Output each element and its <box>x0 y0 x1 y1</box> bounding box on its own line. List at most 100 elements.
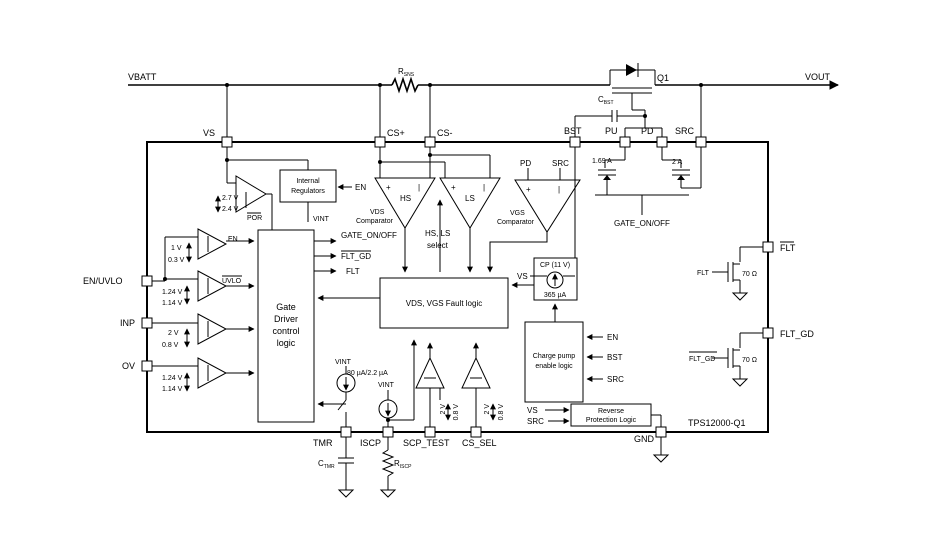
vgs-pd-label: PD <box>520 159 531 168</box>
pin-label-flt-gd: FLT_GD <box>780 329 814 339</box>
vout-label: VOUT <box>805 72 831 82</box>
inp-comparator: 2 V 0.8 V <box>162 313 255 349</box>
internal-regulators: Internal Regulators EN VINT <box>226 147 366 223</box>
device-name: TPS12000-Q1 <box>688 418 746 428</box>
rev-vs: VS <box>527 406 538 415</box>
flt-gd-gate-label: FLT_GD <box>689 356 715 363</box>
en-v1: 1 V <box>171 245 182 252</box>
cs-sel-comparator: 2 V 0.8 V <box>461 342 505 427</box>
cbst-label: CBST <box>598 95 614 106</box>
pin-flt[interactable] <box>762 241 774 253</box>
gate-on-off-bottom: GATE_ON/OFF <box>614 219 670 228</box>
tmr-vint: VINT <box>335 359 352 366</box>
input-wires <box>152 236 198 367</box>
cs-2v: 2 V <box>484 404 491 415</box>
pin-pu[interactable] <box>619 136 631 148</box>
pin-label-tmr: TMR <box>313 438 333 448</box>
pin-iscp[interactable] <box>382 426 394 438</box>
cp-en: EN <box>607 333 618 342</box>
vgs-src-label: SRC <box>552 159 569 168</box>
pin-cs-plus[interactable] <box>374 136 386 148</box>
pin-src[interactable] <box>695 136 707 148</box>
iscp-vint: VINT <box>378 382 395 389</box>
flt-gd-r70: 70 Ω <box>742 357 757 364</box>
por-comparator: 2.7 V 2.4 V POR <box>215 158 273 230</box>
pin-gnd[interactable] <box>655 426 667 438</box>
rsns-label: RSNS <box>398 67 415 78</box>
uvlo-v124: 1.24 V <box>162 289 183 296</box>
flt-gd-out: FLT_GD <box>341 252 371 261</box>
flt-out: FLT <box>346 267 360 276</box>
pin-label-cs-plus: CS+ <box>387 128 405 138</box>
gate-on-off-out: GATE_ON/OFF <box>341 231 397 240</box>
tmr-current-source: VINT 80 µA/2.2 µA CTMR <box>317 359 388 498</box>
pd-current: 2 A <box>672 159 682 166</box>
svg-text:+: + <box>386 183 391 192</box>
gate-driver-label-3: control <box>272 326 299 336</box>
scp-2v: 2 V <box>440 404 447 415</box>
pin-label-inp: INP <box>120 318 135 328</box>
riscp-label: RISCP <box>394 459 412 470</box>
pin-label-en-uvlo: EN/UVLO <box>83 276 123 286</box>
en-comparator: EN 1 V 0.3 V <box>168 228 255 264</box>
cp-vs-label: VS <box>517 272 528 281</box>
vgs-comparator: PD SRC + | VGS Comparator <box>487 159 581 273</box>
uvlo-comp-out: UVLO <box>222 278 242 285</box>
scp-test-comparator: 2 V 0.8 V <box>415 342 460 427</box>
pins <box>141 136 774 438</box>
inp-v2: 2 V <box>168 330 179 337</box>
reverse-protection: Reverse Protection Logic VS SRC <box>527 403 670 463</box>
vds-comp-label-1: VDS <box>370 209 385 216</box>
pin-vs[interactable] <box>221 136 233 148</box>
pin-cs-sel[interactable] <box>470 426 482 438</box>
svg-text:|: | <box>483 183 485 192</box>
pin-label-pu: PU <box>605 126 618 136</box>
flt-gate-label: FLT <box>697 270 710 277</box>
ov-comparator: 1.24 V 1.14 V <box>162 357 255 393</box>
pin-inp[interactable] <box>141 317 153 329</box>
pin-label-ov: OV <box>122 361 135 371</box>
pin-scp-test[interactable] <box>424 426 436 438</box>
en-v03: 0.3 V <box>168 257 185 264</box>
gate-driver-label-2: Driver <box>274 314 298 324</box>
vgs-comp-label-1: VGS <box>510 210 525 217</box>
sense-resistor <box>391 76 419 94</box>
pin-pd[interactable] <box>656 136 668 148</box>
vint-label: VINT <box>313 216 330 223</box>
scp-08v: 0.8 V <box>453 404 460 421</box>
uvlo-comparator: UVLO 1.24 V 1.14 V <box>162 270 255 307</box>
pin-tmr[interactable] <box>340 426 352 438</box>
hs-ls-select-2: select <box>427 241 449 250</box>
pin-label-cs-minus: CS- <box>437 128 453 138</box>
pin-bst[interactable] <box>569 136 581 148</box>
flt-r70: 70 Ω <box>742 271 757 278</box>
inp-v08: 0.8 V <box>162 342 179 349</box>
pin-en-uvlo[interactable] <box>141 275 153 287</box>
reverse-label-2: Protection Logic <box>586 417 637 424</box>
tmr-current-label: 80 µA/2.2 µA <box>347 370 388 377</box>
regulators-en-label: EN <box>355 183 366 192</box>
por-v27: 2.7 V <box>222 195 239 202</box>
pin-cs-minus[interactable] <box>424 136 436 148</box>
vgs-comp-label-2: Comparator <box>497 219 535 226</box>
reverse-label-1: Reverse <box>598 408 624 415</box>
vbatt-label: VBATT <box>128 72 157 82</box>
pin-flt-gd[interactable] <box>762 327 774 339</box>
svg-text:|: | <box>418 183 420 192</box>
ls-comparator <box>439 177 501 229</box>
pin-labels: VS CS+ CS- BST PU PD SRC EN/UVLO INP OV … <box>83 126 814 448</box>
pin-label-src: SRC <box>675 126 695 136</box>
ov-v124: 1.24 V <box>162 375 183 382</box>
ov-v114: 1.14 V <box>162 386 183 393</box>
por-v24: 2.4 V <box>222 206 239 213</box>
regulators-label-2: Regulators <box>291 188 325 195</box>
pin-label-bst: BST <box>564 126 582 136</box>
regulators-label-1: Internal <box>296 178 320 185</box>
cp-bst: BST <box>607 353 623 362</box>
fault-logic-label: VDS, VGS Fault logic <box>406 299 482 308</box>
q1-mosfet <box>609 63 656 110</box>
pin-ov[interactable] <box>141 360 153 372</box>
gate-driver-label-4: logic <box>277 338 296 348</box>
pin-label-vs: VS <box>203 128 215 138</box>
gate-driver-logic: Gate Driver control logic GATE_ON/OFF FL… <box>257 229 397 423</box>
